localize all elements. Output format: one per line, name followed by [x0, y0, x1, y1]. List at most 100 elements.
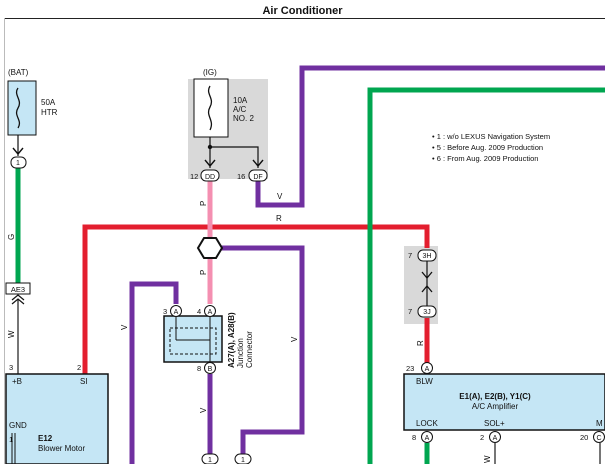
- relay-top-label: 3H: [423, 253, 432, 260]
- junction-inner-dashed: [169, 327, 217, 355]
- wire-label-v-left: V: [120, 324, 129, 330]
- amplifier-pin-blw: [421, 362, 433, 374]
- blower-num-1: 1: [9, 435, 13, 444]
- diagram-title: Air Conditioner: [262, 5, 343, 17]
- wire-label-w1: W: [7, 330, 16, 338]
- amplifier-pin-lock: [421, 431, 433, 443]
- title-rule: [4, 18, 605, 19]
- wire-green-right: [367, 87, 605, 464]
- blower-name: Blower Motor: [38, 444, 85, 453]
- junction-pin-3-num: 3: [163, 307, 167, 316]
- junction-name-2: Junction: [236, 338, 245, 368]
- amplifier-box: [403, 373, 605, 431]
- ig-pin-dd-num: 12: [190, 172, 198, 181]
- amp-blw-num: 23: [406, 364, 414, 373]
- note-line-3: • 6 : From Aug. 2009 Production: [432, 154, 538, 163]
- junction-pin-8-num: 8: [197, 364, 201, 373]
- relay-bot-label: 3J: [423, 309, 430, 316]
- amp-sol-num: 2: [480, 433, 484, 442]
- relay-chevron-down: [421, 271, 433, 280]
- amp-pin-lock: LOCK: [416, 419, 438, 428]
- amp-code: E1(A), E2(B), Y1(C): [459, 392, 531, 401]
- bat-source-label: (BAT): [8, 68, 29, 77]
- bottom-connector-2-label: 1: [241, 457, 245, 464]
- amp-pin-blw: BLW: [416, 377, 433, 386]
- amp-pin-m: M: [596, 419, 603, 428]
- amp-m-num: 20: [580, 433, 588, 442]
- bat-fuse-symbol: [15, 87, 21, 129]
- junction-pin-4: [204, 305, 216, 317]
- ig-splice-dot: [207, 144, 213, 150]
- amp-pin-sol: SOL+: [484, 419, 505, 428]
- wire-label-g: G: [7, 234, 16, 240]
- junction-pin-3: [170, 305, 182, 317]
- wire-label-r-right: R: [416, 340, 425, 346]
- ig-source-label: (IG): [203, 68, 217, 77]
- ae3-chevron-1: [11, 294, 25, 301]
- note-line-1: • 1 : w/o LEXUS Navigation System: [432, 132, 550, 141]
- wire-violet-top: [255, 65, 605, 208]
- ig-pin-dd: [200, 169, 220, 182]
- wire-label-p2: P: [199, 270, 208, 275]
- ig-rating-label: 10A: [233, 96, 248, 105]
- wire-label-r: R: [276, 214, 282, 223]
- amp-name: A/C Amplifier: [472, 402, 519, 411]
- page-margin-line: [4, 18, 5, 464]
- bat-fuse-arrow: [12, 147, 24, 156]
- note-line-2: • 5 : Before Aug. 2009 Production: [432, 143, 543, 152]
- ig-pin-dd-label: DD: [205, 174, 215, 181]
- blower-num-2: 2: [77, 363, 81, 372]
- junction-pin-4-num: 4: [197, 307, 201, 316]
- splice-hexagon: [196, 237, 224, 259]
- junction-pin-4-letter: A: [208, 309, 213, 316]
- wire-label-w2: W: [483, 455, 492, 463]
- wire-label-v-top: V: [277, 192, 283, 201]
- bottom-connector-1-label: 1: [208, 457, 212, 464]
- bat-fuse-box: [7, 80, 37, 136]
- relay-bot-num: 7: [408, 307, 412, 316]
- relay-chevron-up: [421, 284, 433, 293]
- wire-violet-left: [129, 281, 179, 464]
- wire-label-v-mid: V: [199, 407, 208, 413]
- blower-num-3: 3: [9, 363, 13, 372]
- amplifier-pin-sol: [489, 431, 501, 443]
- connector-ae3: [5, 282, 31, 295]
- wire-violet-splice: [220, 245, 305, 455]
- amp-blw-letter: A: [425, 366, 430, 373]
- wire-red-si: [82, 224, 430, 374]
- wire-label-p1: P: [199, 201, 208, 206]
- ig-fuse-symbol: [207, 85, 213, 131]
- junction-pin-8: [204, 362, 216, 374]
- amp-lock-num: 8: [412, 433, 416, 442]
- junction-connector-box: [163, 315, 223, 363]
- amp-lock-letter: A: [425, 435, 430, 442]
- blower-motor-box: [5, 373, 109, 464]
- bat-pin-1-label: 1: [16, 160, 20, 167]
- bottom-connector-2: [234, 453, 252, 464]
- blower-pin-si: SI: [80, 377, 88, 386]
- ig-name1-label: A/C: [233, 105, 247, 114]
- bat-name-label: HTR: [41, 108, 58, 117]
- blower-code: E12: [38, 434, 53, 443]
- blower-pin-b: +B: [12, 377, 22, 386]
- ae3-chevron-2: [11, 298, 25, 305]
- wire-label-v-right: V: [290, 336, 299, 342]
- ae3-label: AE3: [11, 285, 25, 294]
- amp-m-letter: C: [596, 435, 601, 442]
- bottom-connector-1: [201, 453, 219, 464]
- relay-top-num: 7: [408, 251, 412, 260]
- ig-arrow-left: [204, 159, 216, 168]
- ig-pin-df-label: DF: [253, 174, 262, 181]
- ig-pin-df: [248, 169, 268, 182]
- blower-pin-gnd: GND: [9, 421, 27, 430]
- ig-lead-branch: [210, 146, 259, 168]
- ig-name2-label: NO. 2: [233, 114, 254, 123]
- junction-pin-3-letter: A: [174, 309, 179, 316]
- junction-name-1: A27(A), A28(B): [227, 312, 236, 368]
- ig-arrow-right: [252, 159, 264, 168]
- junction-name-3: Connector: [245, 331, 254, 368]
- bat-pin-1: [10, 156, 27, 169]
- amp-sol-letter: A: [493, 435, 498, 442]
